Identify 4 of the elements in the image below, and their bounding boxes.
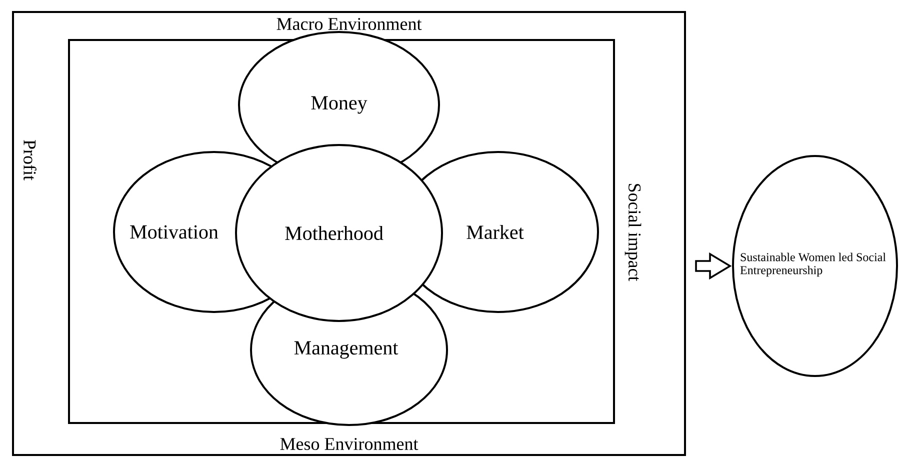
side-label: Profit [24,140,36,180]
inner-box [68,39,615,424]
side-label: Social impact [624,184,642,282]
block-arrow [695,252,732,280]
